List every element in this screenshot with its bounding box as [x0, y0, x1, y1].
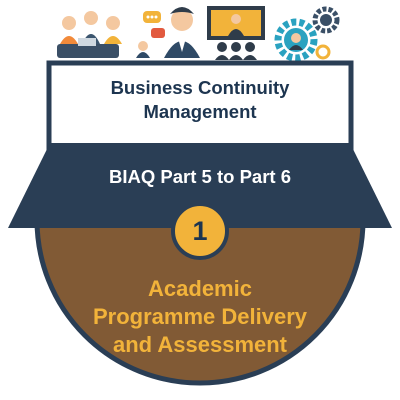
number-badge [171, 202, 229, 260]
presentation-screen-icon [207, 6, 265, 60]
section-title: Academic Programme Delivery and Assessme… [60, 275, 340, 359]
people-meeting-icon [57, 11, 122, 58]
section-title-line-3: and Assessment [112, 332, 288, 357]
section-title-line-1: Academic [148, 276, 252, 301]
subtitle: BIAQ Part 5 to Part 6 [109, 166, 291, 187]
page-title: Business Continuity Management [60, 76, 340, 124]
subtitle-band [8, 143, 392, 228]
section-title-line-2: Programme Delivery [93, 304, 307, 329]
chat-bubbles-icon [143, 11, 165, 38]
businessman-icon [136, 7, 200, 58]
step-number: 1 [192, 216, 208, 246]
gears-icon [274, 6, 340, 62]
title-line-2: Management [143, 101, 257, 122]
title-line-1: Business Continuity [110, 77, 290, 98]
brown-half-circle [34, 217, 366, 386]
